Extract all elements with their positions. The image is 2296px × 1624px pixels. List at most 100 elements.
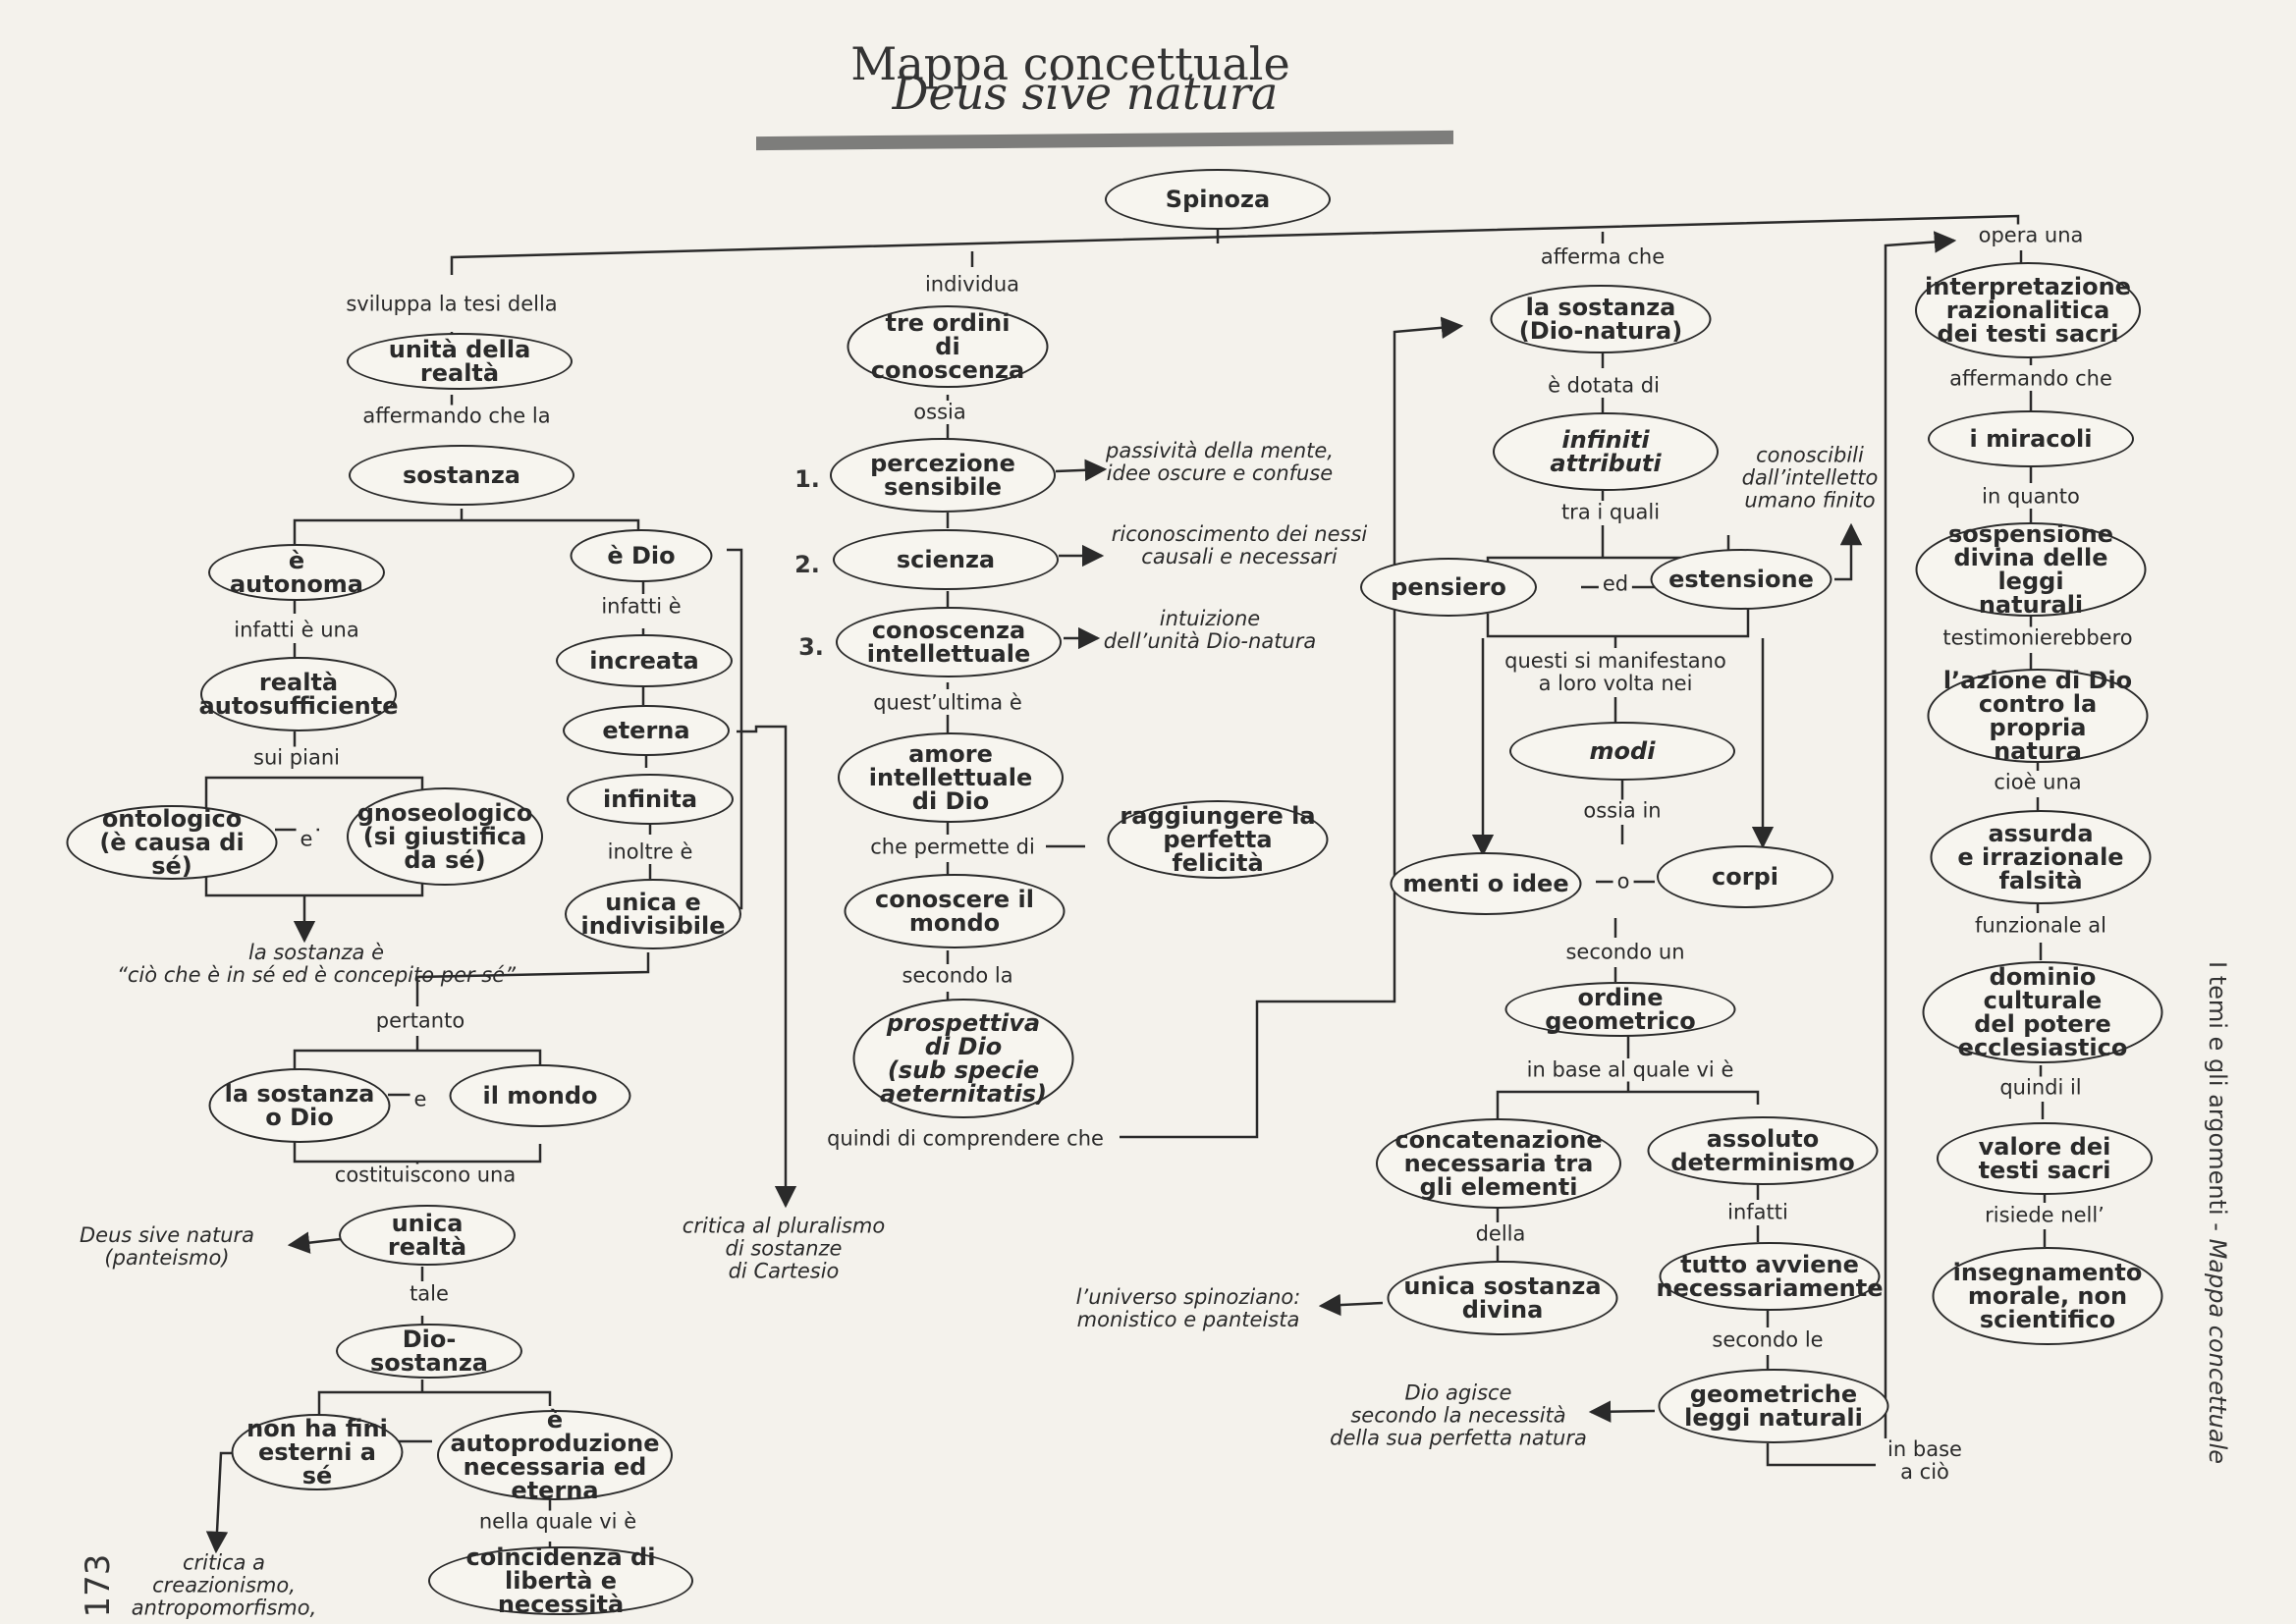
label-secondo-le: secondo le [1708,1328,1828,1352]
side-label-prefix: I temi e gli argomenti - [2204,960,2231,1239]
node-unica-sostanza-divina[interactable]: unica sostanza divina [1387,1261,1618,1335]
node-estensione[interactable]: estensione [1650,549,1832,610]
node-amore[interactable]: amore intellettuale di Dio [838,732,1064,823]
label-individua: individua [920,273,1024,297]
node-insegnamento[interactable]: insegnamento morale, non scientifico [1932,1247,2163,1345]
node-sostanza-dio-natura[interactable]: la sostanza (Dio-natura) [1490,285,1712,353]
label-questultima: quest’ultima è [869,691,1026,715]
node-conoscere[interactable]: conoscere il mondo [844,874,1066,948]
node-autonoma[interactable]: è autonoma [208,544,385,601]
label-e2: e [410,1088,431,1111]
map-title: Mappa concettuale [850,37,1290,90]
line [1486,609,1750,638]
node-miracoli[interactable]: i miracoli [1928,410,2134,467]
node-unita[interactable]: unità della realtà [347,333,573,390]
node-unica-indivisibile[interactable]: unica e indivisibile [565,879,741,949]
node-conoscenza-intellettuale[interactable]: conoscenza intellettuale [836,607,1062,677]
note-critica-cartesio: critica al pluralismo di sostanze di Car… [682,1214,886,1283]
node-scienza[interactable]: scienza [833,529,1059,590]
node-realta-autosufficiente[interactable]: realtà autosufficiente [199,657,398,731]
node-edio[interactable]: è Dio [570,529,713,582]
arrow [1834,522,1863,581]
node-prospettiva[interactable]: prospettiva di Dio (sub specie aeternita… [852,999,1074,1118]
line [415,952,650,1006]
node-coincidenza[interactable]: coincidenza di libertà e necessità [428,1545,693,1616]
note-dio-agisce: Dio agisce secondo la necessità della su… [1330,1380,1587,1450]
node-ordine-geometrico[interactable]: ordine geometrico [1504,982,1736,1037]
label-inoltre: inoltre è [603,840,697,864]
line [293,1139,542,1164]
line [293,509,640,555]
note-critica-creazionismo: critica a creazionismo, antropomorfismo, [131,1550,317,1620]
label-sviluppa: sviluppa la tesi della [342,293,562,316]
label-tale: tale [406,1282,453,1306]
label-infatti-e: infatti è [597,595,685,619]
map-subtitle: Deus sive natura [892,67,1279,120]
node-determinismo[interactable]: assoluto determinismo [1647,1116,1879,1185]
label-tra-quali: tra i quali [1557,501,1665,524]
number-2: 2. [794,551,820,578]
label-afferma: afferma che [1536,245,1669,269]
arrow [1318,1293,1384,1317]
node-eterna[interactable]: eterna [563,705,730,756]
label-infatti: infatti [1723,1201,1792,1224]
node-modi[interactable]: modi [1509,722,1735,781]
label-che-permette: che permette di [866,836,1039,859]
arrow [1588,1400,1656,1423]
line [1496,1080,1760,1119]
side-label: I temi e gli argomenti - Mappa concettua… [2204,961,2231,1464]
arrow [737,725,797,1209]
node-tre-ordini[interactable]: tre ordini di conoscenza [847,305,1049,388]
label-infatti-una: infatti è una [230,619,363,642]
side-label-italic: Mappa concettuale [2204,1238,2231,1465]
node-dominio[interactable]: dominio culturale del potere ecclesiasti… [1922,961,2163,1063]
label-cioe-una: cioè una [1990,771,2086,794]
arrow [287,1231,342,1254]
node-infiniti-attributi[interactable]: infiniti attributi [1493,412,1719,491]
arrow [1884,231,1957,1448]
node-sospensione[interactable]: sospensione divina delle leggi naturali [1915,522,2147,617]
line [317,1380,552,1429]
node-fini-esterni[interactable]: non ha fini esterni a sé [231,1414,404,1490]
label-funzionale: funzionale al [1970,914,2111,938]
node-mondo[interactable]: il mondo [449,1064,631,1127]
node-raggiungere[interactable]: raggiungere la perfetta felicità [1107,800,1329,879]
node-tutto-avviene[interactable]: tutto avviene necessariamente [1657,1242,1884,1311]
label-nella-quale: nella quale vi è [474,1510,641,1534]
label-affermando-che: affermando che [1945,367,2116,391]
node-concatenazione[interactable]: concatenazione necessaria tra gli elemen… [1376,1118,1621,1209]
label-ossia-in: ossia in [1579,799,1666,823]
label-secondo-la: secondo la [898,964,1017,988]
node-infinita[interactable]: infinita [567,774,734,825]
label-o: o [1613,870,1634,893]
node-valore[interactable]: valore dei testi sacri [1937,1122,2153,1195]
node-sostanza-dio[interactable]: la sostanza o Dio [208,1068,391,1143]
label-manifestano: questi si manifestano a loro volta nei [1501,650,1730,695]
node-autoproduzione[interactable]: è autoproduzione necessaria ed eterna [437,1408,673,1502]
node-falsita[interactable]: assurda e irrazionale falsità [1930,810,2152,904]
node-ontologico[interactable]: ontologico (è causa di sé) [66,805,278,880]
note-sostanza-definizione: la sostanza è “ciò che è in sé ed è conc… [116,941,517,987]
label-in-base-cio: in base a ciò [1884,1438,1966,1484]
node-sostanza[interactable]: sostanza [349,445,574,506]
node-corpi[interactable]: corpi [1657,845,1833,908]
line [1766,1443,1876,1467]
node-interpretazione[interactable]: interpretazione razionalitica dei testi … [1915,262,2141,358]
page-number: 173 [79,1553,118,1618]
arrow [1055,459,1108,482]
node-pensiero[interactable]: pensiero [1360,558,1537,617]
line [204,864,424,897]
note-deus-sive-natura: Deus sive natura (panteismo) [79,1223,255,1270]
node-leggi-naturali[interactable]: geometriche leggi naturali [1658,1369,1889,1443]
node-menti-idee[interactable]: menti o idee [1390,852,1582,915]
node-increata[interactable]: increata [556,634,733,687]
node-dio-sostanza[interactable]: Dio-sostanza [336,1324,522,1379]
node-gnoseologico[interactable]: gnoseologico (si giustifica da sé) [347,787,543,886]
node-spinoza[interactable]: Spinoza [1105,169,1331,230]
node-azione-dio[interactable]: l’azione di Dio contro la propria natura [1927,669,2149,763]
label-della: della [1471,1222,1530,1246]
node-percezione[interactable]: percezione sensibile [830,438,1056,513]
label-ed: ed [1598,572,1633,596]
node-unica-realta[interactable]: unica realtà [339,1205,516,1266]
